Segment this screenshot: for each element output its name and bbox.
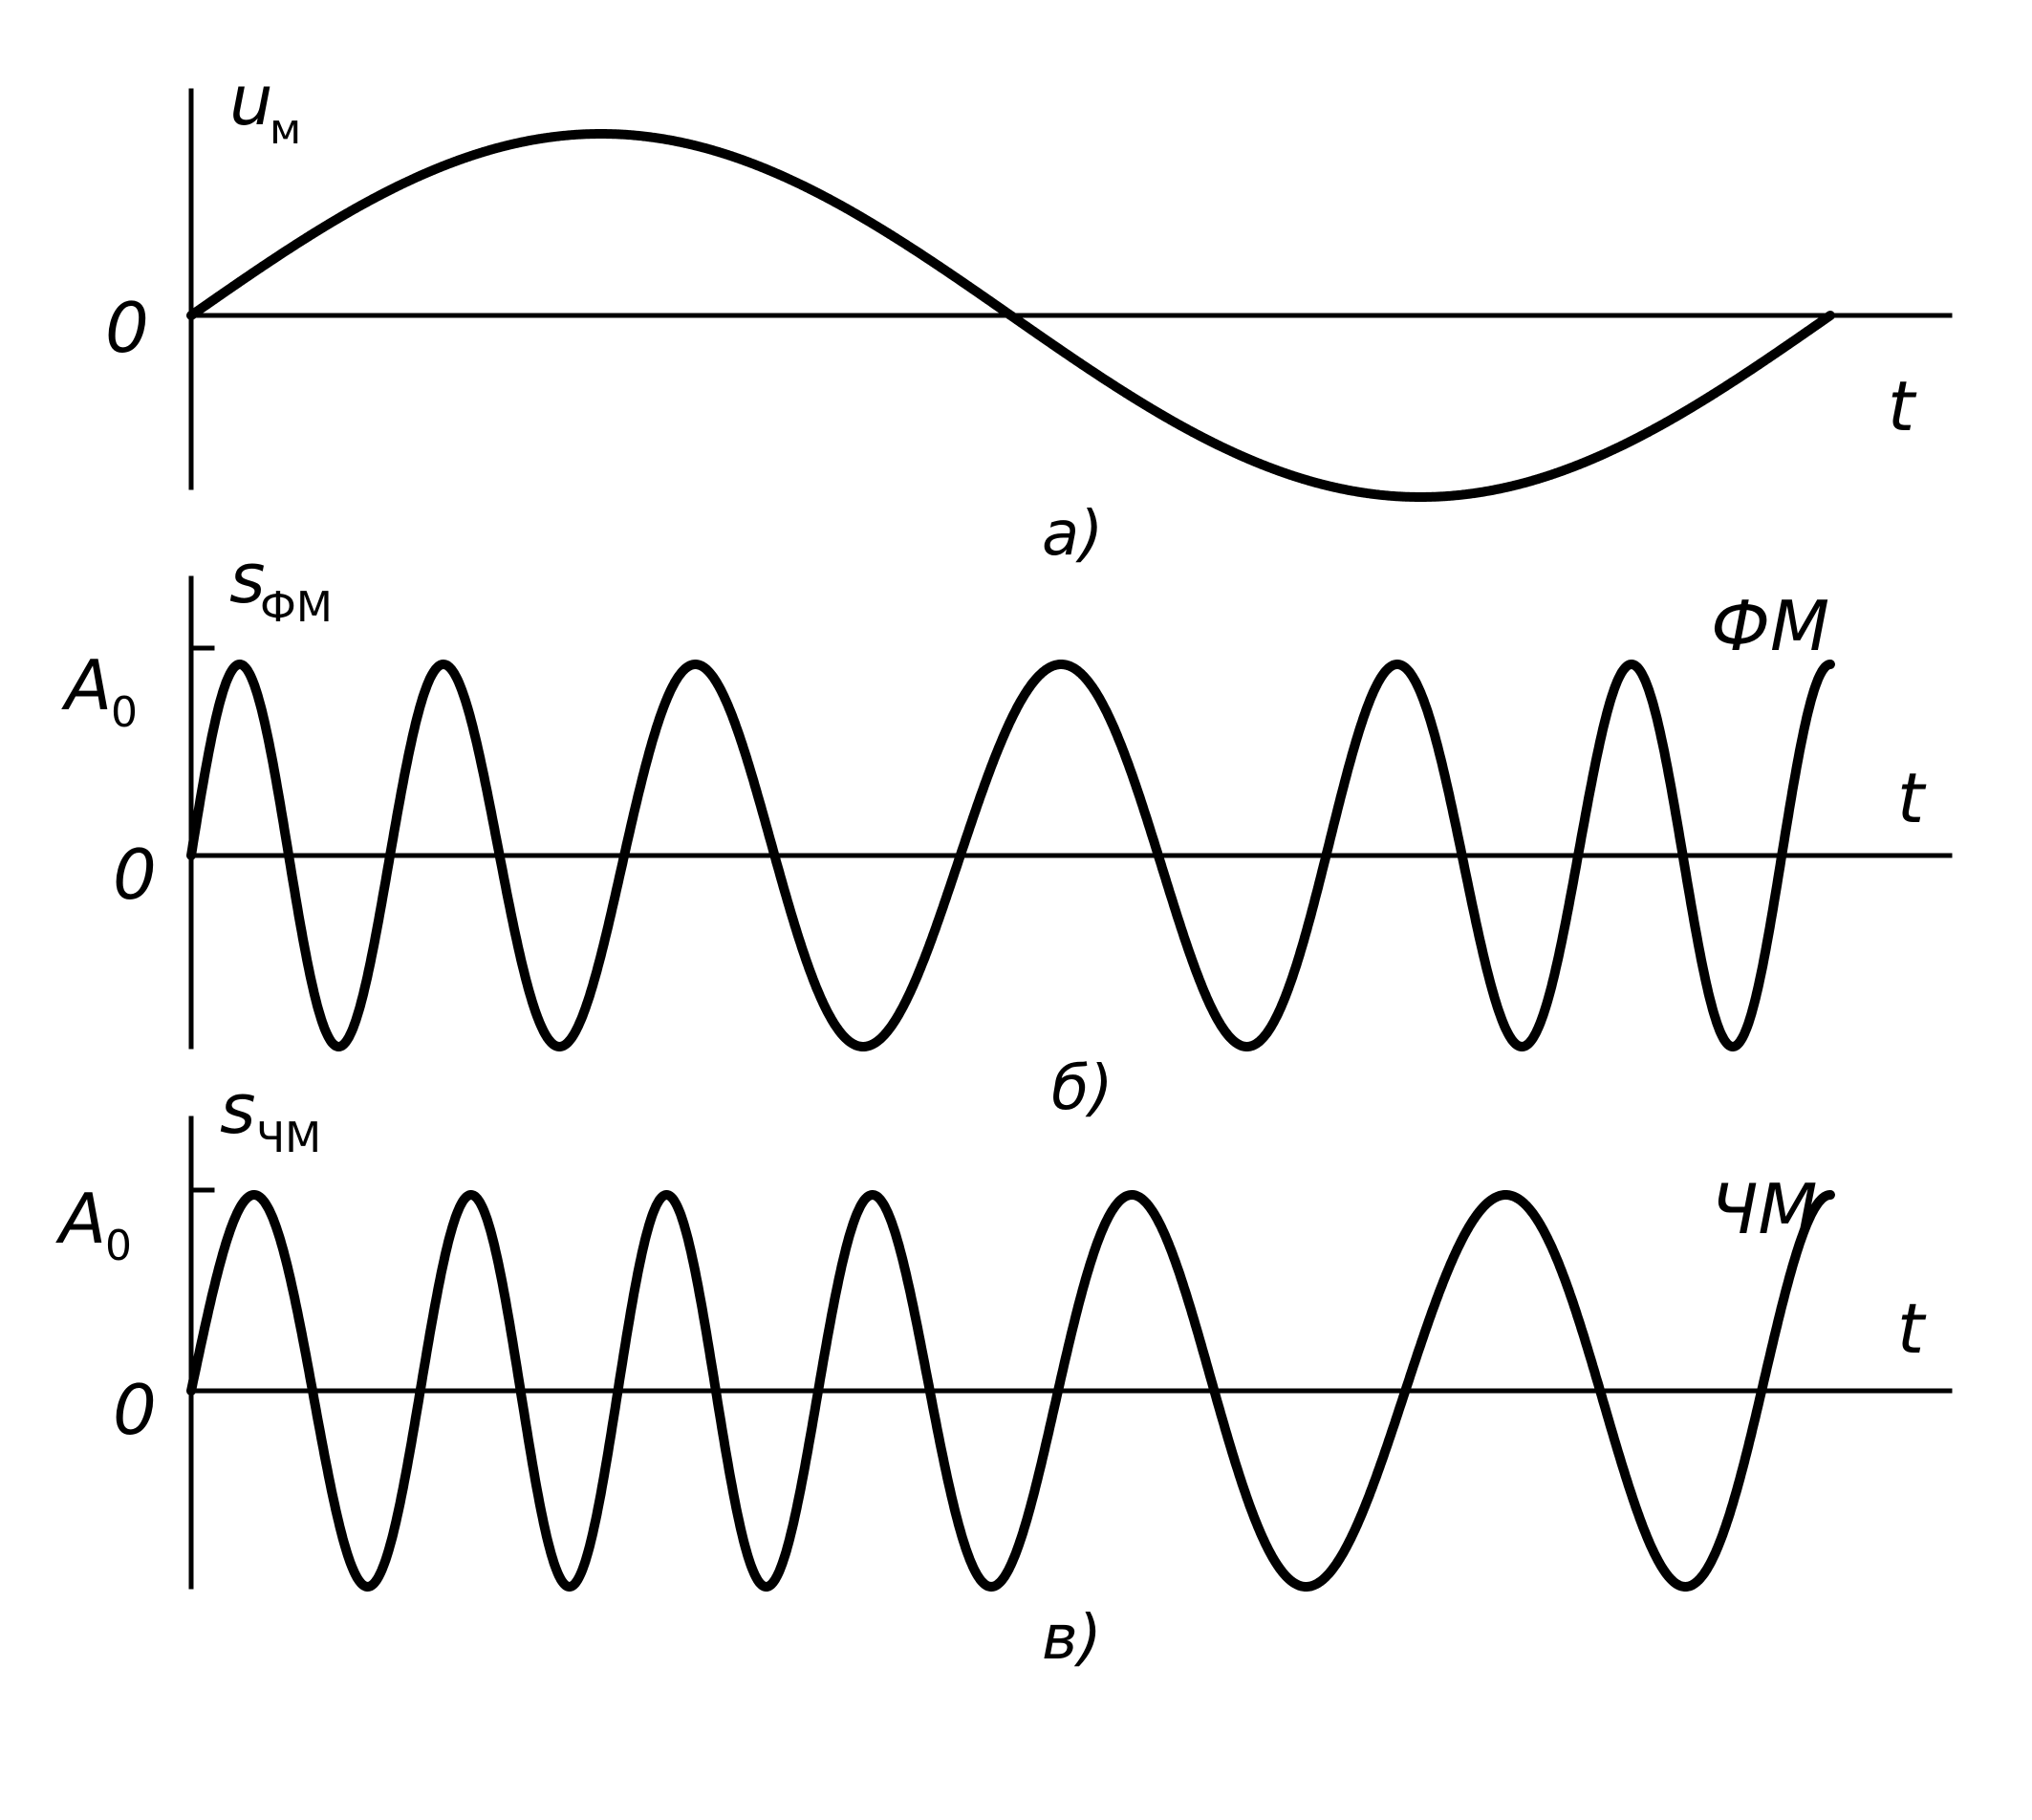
panel-b-label: б) bbox=[1051, 1053, 1113, 1124]
panel-c: s ЧМ A 0 0 t ЧМ в) bbox=[55, 1069, 1953, 1674]
panel-b-amplitude-label-sub: 0 bbox=[111, 688, 138, 737]
panel-a-origin-label: 0 bbox=[105, 288, 149, 368]
panel-c-mode-label: ЧМ bbox=[1711, 1169, 1817, 1249]
panel-b-mode-label: ФМ bbox=[1711, 586, 1829, 666]
panel-b-amplitude-label: A bbox=[61, 645, 112, 726]
panel-a-y-label-sub: м bbox=[270, 105, 301, 154]
panel-b-pm-curve bbox=[186, 660, 1835, 1051]
panel-b: s ФМ A 0 0 t ФМ б) bbox=[61, 538, 1953, 1124]
panel-a-modulating-curve bbox=[186, 129, 1835, 502]
panel-a: u м 0 t a) bbox=[105, 60, 1953, 570]
panel-c-fm-curve bbox=[186, 1190, 1835, 1592]
panel-b-y-label: s bbox=[229, 538, 266, 618]
panel-c-amplitude-label: A bbox=[55, 1179, 106, 1259]
panel-b-y-label-sub: ФМ bbox=[260, 583, 333, 632]
panel-c-x-label: t bbox=[1897, 1289, 1927, 1369]
panel-b-x-label: t bbox=[1897, 758, 1927, 838]
panel-c-label: в) bbox=[1042, 1603, 1102, 1674]
panel-a-x-label: t bbox=[1888, 366, 1917, 446]
panel-a-y-label: u bbox=[229, 60, 273, 141]
panel-b-origin-label: 0 bbox=[113, 834, 157, 915]
panel-c-y-label: s bbox=[220, 1069, 256, 1149]
panel-c-origin-label: 0 bbox=[113, 1370, 157, 1450]
panel-a-label: a) bbox=[1042, 499, 1103, 570]
panel-c-y-label-sub: ЧМ bbox=[256, 1114, 321, 1162]
panel-c-amplitude-label-sub: 0 bbox=[105, 1222, 132, 1270]
